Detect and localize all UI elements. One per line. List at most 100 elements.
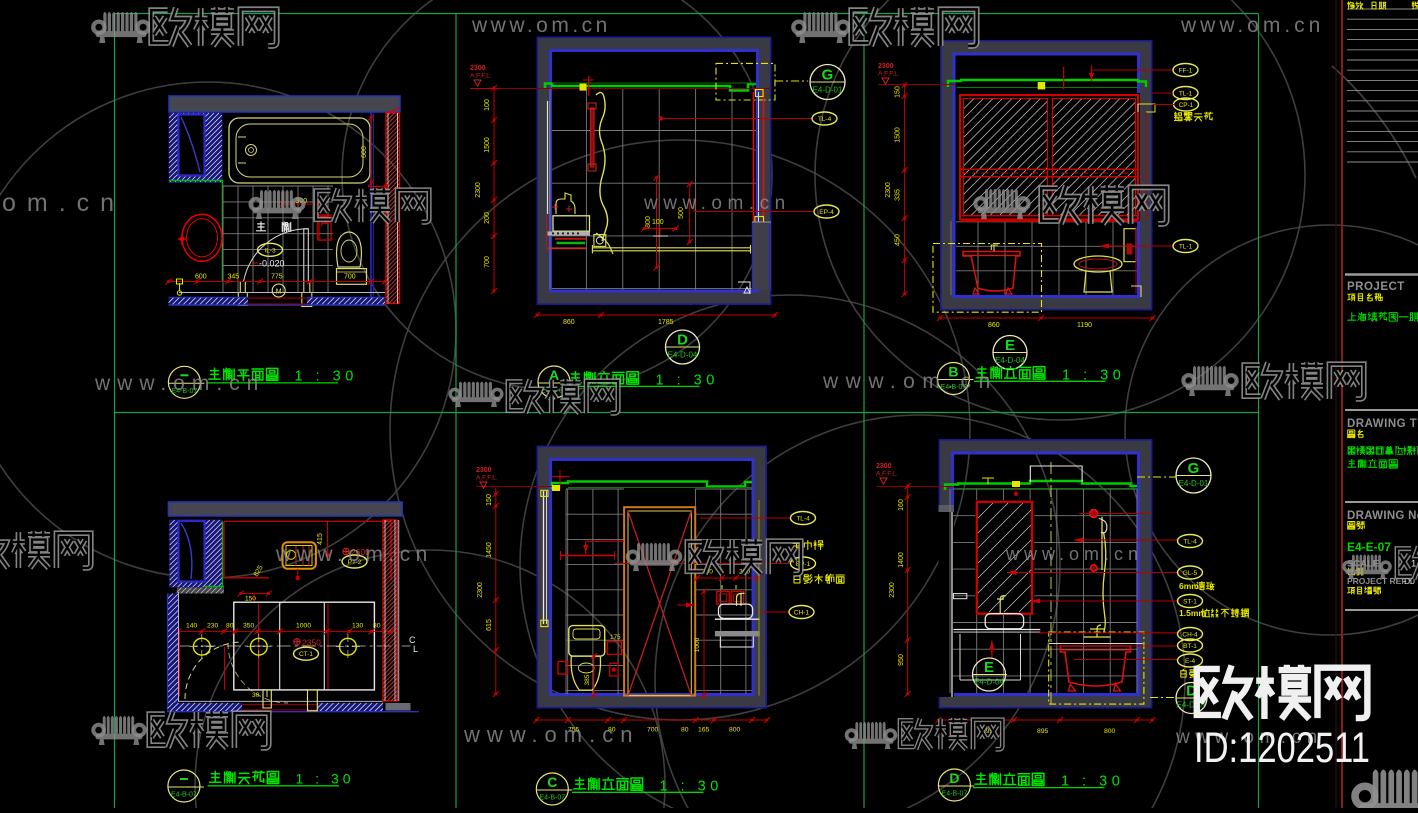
svg-text:www.om.cn: www.om.cn [275,543,433,566]
svg-text:450: 450 [895,234,902,246]
svg-text:1500: 1500 [484,137,491,153]
svg-text:755: 755 [568,727,580,734]
svg-text:1000: 1000 [296,623,311,630]
svg-text:EP-4: EP-4 [819,209,834,216]
svg-text:615: 615 [486,619,493,631]
svg-text:www.om.cn: www.om.cn [822,370,998,393]
svg-text:E4-B-07: E4-B-07 [539,795,565,802]
svg-text:895: 895 [1037,728,1049,735]
svg-text:E4-B-07: E4-B-07 [942,791,968,798]
svg-text:D: D [677,332,688,349]
svg-text:1 : 30: 1 : 30 [1061,774,1124,790]
svg-text:150: 150 [245,595,256,602]
svg-text:345: 345 [228,274,240,281]
svg-text:www.om.cn: www.om.cn [1175,727,1323,748]
svg-text:1500: 1500 [895,127,902,143]
svg-text:CH-4: CH-4 [1182,632,1198,639]
svg-text:100: 100 [484,99,491,111]
svg-text:www.om.cn: www.om.cn [1180,14,1324,37]
svg-text:2300: 2300 [477,582,484,598]
svg-text:175: 175 [610,634,621,641]
svg-text:385: 385 [584,674,591,685]
svg-text:D: D [949,770,959,786]
svg-text:2600: 2600 [351,547,370,557]
svg-text:E: E [984,659,994,676]
svg-text:2350: 2350 [302,637,321,647]
svg-text:230: 230 [207,623,219,630]
svg-text:700: 700 [344,274,356,281]
svg-text:G: G [1188,460,1200,477]
svg-text:D: D [1186,683,1197,700]
svg-text:150: 150 [895,86,902,98]
svg-text:30: 30 [252,692,260,699]
svg-text:SCALE: SCALE [1347,559,1379,570]
svg-text:700: 700 [647,727,659,734]
svg-text:2300: 2300 [476,467,492,474]
svg-text:A.F.F.L.: A.F.F.L. [470,73,492,80]
svg-text:1 : 30: 1 : 30 [656,372,719,388]
svg-text:1450: 1450 [486,542,493,558]
svg-text:800: 800 [645,216,652,228]
svg-text:80: 80 [681,727,689,734]
svg-text:2300: 2300 [878,63,894,70]
svg-text:A.F.F.L.: A.F.F.L. [876,471,898,478]
svg-text:1400: 1400 [898,552,905,568]
svg-text:80: 80 [608,727,616,734]
svg-text:2300: 2300 [470,65,486,72]
svg-text:800: 800 [1104,728,1116,735]
svg-text:1 : 30: 1 : 30 [660,779,723,795]
svg-text:2300: 2300 [876,463,892,470]
svg-text:2300: 2300 [889,582,896,598]
svg-text:E-4: E-4 [1185,658,1196,665]
svg-text:415: 415 [317,533,324,545]
svg-text:950: 950 [898,654,905,666]
svg-text:165: 165 [698,727,710,734]
svg-text:TL-4: TL-4 [796,516,810,523]
svg-text:E: E [1005,337,1015,354]
svg-text:825: 825 [253,564,265,578]
svg-text:C: C [409,635,416,645]
svg-text:TL-1: TL-1 [1179,244,1193,251]
svg-text:1.5mm: 1.5mm [1179,608,1206,618]
svg-text:800: 800 [729,727,741,734]
svg-text:6mm: 6mm [1179,581,1199,591]
svg-text:160: 160 [898,499,905,511]
svg-text:www.om.cn: www.om.cn [471,14,611,37]
svg-text:130: 130 [352,623,364,630]
svg-text:L: L [413,644,418,654]
svg-text:150: 150 [486,494,493,506]
svg-text:D0: D0 [1404,576,1415,586]
svg-text:PT-2: PT-2 [348,559,362,566]
svg-text:G: G [822,67,834,84]
svg-text:FF-1: FF-1 [1179,68,1193,75]
svg-text:DRAWING T: DRAWING T [1347,418,1417,430]
svg-text:595: 595 [982,728,994,735]
svg-text:1000: 1000 [694,637,701,652]
svg-text:www.om.cn: www.om.cn [463,722,639,747]
svg-text:ID:1202511: ID:1202511 [1194,724,1370,772]
svg-text:BT-1: BT-1 [1183,643,1197,650]
svg-text:E4-D-07: E4-D-07 [1177,701,1207,710]
svg-text:E4-E-07: E4-E-07 [1347,540,1391,554]
svg-text:IL-3: IL-3 [264,247,276,254]
svg-text:2300: 2300 [885,182,892,198]
svg-text:A.F.F.L.: A.F.F.L. [476,475,498,482]
svg-text:E4-D-01: E4-D-01 [813,86,843,95]
svg-text:860: 860 [563,319,575,326]
svg-text:www.om.cn: www.om.cn [94,372,265,395]
svg-text:200: 200 [484,212,491,224]
svg-text:PROJECT: PROJECT [1347,281,1405,293]
svg-text:335: 335 [895,189,902,201]
svg-text:TL-1: TL-1 [1179,91,1193,98]
svg-text:C: C [547,774,557,790]
svg-text:TL-4: TL-4 [818,116,832,123]
svg-text:100: 100 [652,219,664,226]
svg-text:E4-D-04: E4-D-04 [974,678,1004,687]
svg-text:E4-B-07: E4-B-07 [172,388,198,395]
svg-text:80: 80 [226,623,234,630]
svg-text:1190: 1190 [1077,322,1092,329]
svg-text:860: 860 [988,322,1000,329]
svg-text:140: 140 [186,623,198,630]
svg-text:E4-D-04: E4-D-04 [668,350,698,359]
svg-text:80: 80 [373,623,381,630]
